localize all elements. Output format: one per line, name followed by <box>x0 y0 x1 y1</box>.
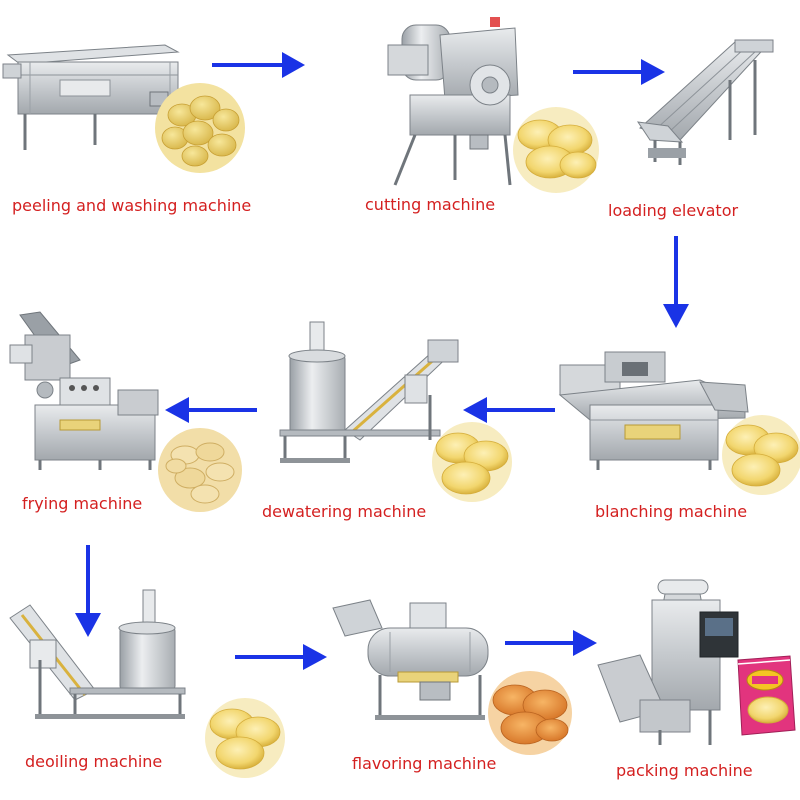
label-flavoring-machine: flavoring machine <box>352 754 497 773</box>
arrow-right-1 <box>212 52 305 78</box>
packing-machine-icon <box>597 579 739 745</box>
conveyor-elevator-icon <box>636 39 774 165</box>
flow-arrows <box>75 52 689 670</box>
label-loading-elevator: loading elevator <box>608 201 739 220</box>
deoiling-machine-icon <box>9 589 186 719</box>
arrow-right-3 <box>235 644 327 670</box>
label-frying-machine: frying machine <box>22 494 143 513</box>
blancher-machine-icon <box>558 351 749 470</box>
arrow-left-2 <box>165 397 257 423</box>
fryer-machine-icon <box>9 311 159 470</box>
seasoned-chips-plate-icon <box>488 671 572 755</box>
dewatering-machine-icon <box>279 321 459 463</box>
fried-chips-plate-icon <box>158 428 242 512</box>
label-packing-machine: packing machine <box>616 761 753 780</box>
flavoring-drum-icon <box>332 599 489 720</box>
potato-pile-icon <box>155 83 245 173</box>
label-peeling-and-washing-machine: peeling and washing machine <box>12 196 252 215</box>
slicer-machine-icon <box>387 17 519 186</box>
arrow-down-2 <box>75 545 101 637</box>
chips-plate-icon-4 <box>205 698 285 778</box>
chip-bag-icon <box>737 655 796 736</box>
arrow-right-2 <box>573 59 665 85</box>
chips-plate-icon-2 <box>722 415 800 495</box>
washer-machine-icon <box>2 44 180 150</box>
arrow-left-1 <box>463 397 555 423</box>
arrow-right-4 <box>505 630 597 656</box>
label-cutting-machine: cutting machine <box>365 195 496 214</box>
label-deoiling-machine: deoiling machine <box>25 752 163 771</box>
label-blanching-machine: blanching machine <box>595 502 748 521</box>
label-dewatering-machine: dewatering machine <box>262 502 427 521</box>
chips-plate-icon-3 <box>432 422 512 502</box>
chips-plate-icon <box>513 107 599 193</box>
arrow-down-1 <box>663 236 689 328</box>
